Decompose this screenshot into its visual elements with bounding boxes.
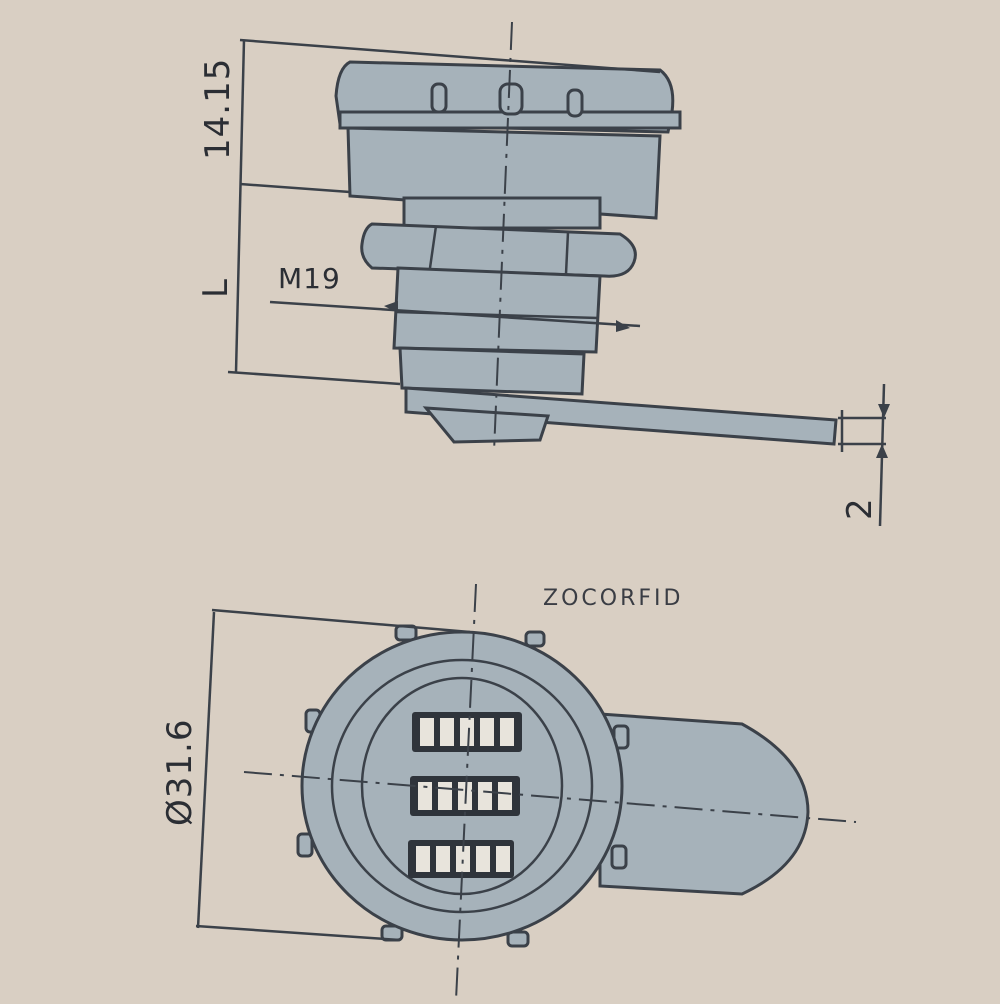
arrow-icon (384, 301, 398, 313)
screw-nose (422, 406, 551, 444)
lock-neck (402, 196, 602, 230)
rim-stud (610, 844, 628, 870)
side-view (227, 21, 890, 527)
cam-plate (404, 386, 838, 446)
rim-stud (506, 930, 530, 948)
arrow-icon (876, 444, 888, 458)
dim-ext-top (239, 38, 661, 74)
dim-label-thread: M19 (278, 262, 341, 295)
dim-label-head-height: 14.15 (198, 57, 238, 160)
threaded-barrel (392, 266, 602, 354)
front-view (195, 583, 857, 1001)
head-bump (430, 82, 448, 114)
front-centerline-vertical (455, 583, 477, 1001)
head-bump (566, 88, 584, 118)
head-bump (498, 82, 524, 116)
rim-stud (524, 630, 546, 648)
nut-edge (428, 225, 438, 269)
dim-label-cam-thickness: 2 (840, 497, 880, 520)
brand-watermark: ZOCORFID (543, 586, 684, 611)
cam-tongue (598, 712, 810, 896)
arrow-icon (878, 404, 890, 418)
nut-edge (564, 231, 570, 275)
dim-ext-bottom (195, 924, 401, 942)
dim-ext-mid (239, 182, 351, 194)
lower-ring (398, 346, 586, 396)
dim-ext-top (211, 608, 471, 634)
combination-dial-1[interactable] (412, 712, 522, 752)
dim-line-vertical (234, 39, 246, 373)
combination-dial-3[interactable] (408, 840, 514, 878)
arrow-icon (616, 320, 630, 332)
lock-face-ring (330, 658, 594, 914)
side-centerline (493, 21, 513, 453)
dim-label-length: L (196, 278, 236, 298)
dim-label-diameter: Ø31.6 (160, 718, 200, 826)
lock-body (346, 126, 662, 220)
front-centerline-horizontal (243, 771, 857, 823)
rim-stud (296, 832, 314, 858)
dim-line-m19 (269, 300, 641, 328)
dim-ext-bottom (227, 370, 401, 386)
dim-line-diameter (196, 611, 216, 929)
